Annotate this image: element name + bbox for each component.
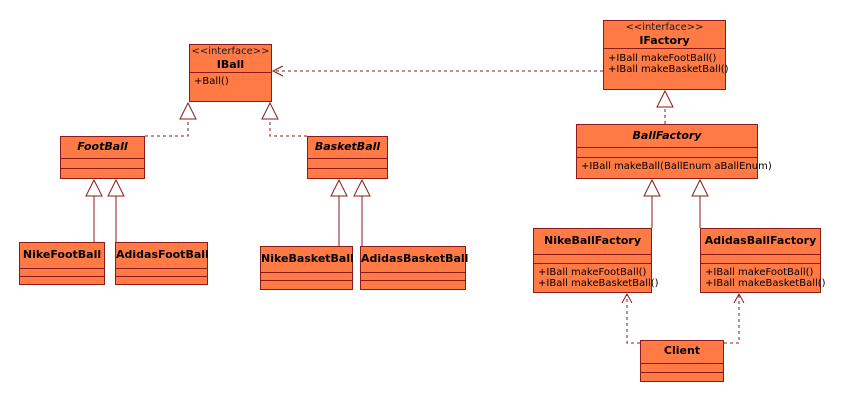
nikeballfactory-op-1: +IBall makeBasketBall() <box>538 278 659 289</box>
class-nikeballfactory[interactable]: NikeBallFactory +IBall makeFootBall() +I… <box>533 228 659 293</box>
iball-name: IBall <box>216 58 245 71</box>
class-adidasbasketball[interactable]: AdidasBasketBall <box>360 246 469 290</box>
class-ballfactory[interactable]: BallFactory +IBall makeBall(BallEnum aBa… <box>576 124 772 179</box>
generalization-arrow-adidasfootball <box>107 178 125 197</box>
realization-arrow-football <box>179 101 197 120</box>
ballfactory-name: BallFactory <box>632 129 702 142</box>
adidasballfactory-name: AdidasBallFactory <box>704 234 817 247</box>
realization-basketball-iball <box>269 119 307 137</box>
ifactory-stereotype: <<interface>> <box>625 22 704 33</box>
dependency-arrow-nikeballfactory <box>621 292 633 304</box>
class-client[interactable]: Client <box>640 340 724 382</box>
class-football[interactable]: FootBall <box>60 136 145 179</box>
class-basketball[interactable]: BasketBall <box>307 136 388 179</box>
realization-arrow-basketball <box>261 101 279 120</box>
iball-stereotype: <<interface>> <box>191 46 270 57</box>
class-nikefootball[interactable]: NikeFootBall <box>19 242 105 285</box>
nikefootball-name: NikeFootBall <box>22 248 102 261</box>
generalization-arrow-adidasbasketball <box>353 178 371 197</box>
dependency-arrow-adidasballfactory <box>733 292 745 304</box>
dependency-arrow-iball <box>271 65 284 77</box>
basketball-name: BasketBall <box>314 140 381 153</box>
iball-op-0: +Ball() <box>194 76 229 87</box>
adidasbasketball-name: AdidasBasketBall <box>361 252 469 265</box>
class-nikebasketball[interactable]: NikeBasketBall <box>260 246 354 290</box>
adidasballfactory-op-0: +IBall makeFootBall() <box>705 267 814 278</box>
nikeballfactory-name: NikeBallFactory <box>543 234 642 247</box>
ballfactory-op-0: +IBall makeBall(BallEnum aBallEnum) <box>581 161 772 172</box>
generalization-arrow-adidasballfactory <box>691 178 709 197</box>
nikebasketball-name: NikeBasketBall <box>261 252 354 265</box>
realization-football-iball <box>145 119 189 137</box>
generalization-arrow-nikeballfactory <box>643 178 661 197</box>
class-adidasfootball[interactable]: AdidasFootBall <box>115 242 209 285</box>
class-ifactory[interactable]: <<interface>> IFactory +IBall makeFootBa… <box>603 20 729 90</box>
adidasballfactory-op-1: +IBall makeBasketBall() <box>705 278 826 289</box>
class-adidasballfactory[interactable]: AdidasBallFactory +IBall makeFootBall() … <box>700 228 826 293</box>
dependency-client-nikeballfactory <box>626 294 640 344</box>
generalization-arrow-nikefootball <box>85 178 103 197</box>
nikeballfactory-op-0: +IBall makeFootBall() <box>538 267 647 278</box>
class-iball[interactable]: <<interface>> IBall +Ball() <box>189 44 272 102</box>
realization-arrow-ballfactory <box>656 89 674 108</box>
client-name: Client <box>663 344 701 357</box>
ifactory-op-1: +IBall makeBasketBall() <box>608 64 729 75</box>
football-name: FootBall <box>77 140 128 153</box>
generalization-arrow-nikebasketball <box>330 178 348 197</box>
ifactory-op-0: +IBall makeFootBall() <box>608 53 717 64</box>
dependency-client-adidasballfactory <box>724 294 740 344</box>
ifactory-name: IFactory <box>639 34 690 47</box>
adidasfootball-name: AdidasFootBall <box>116 248 209 261</box>
